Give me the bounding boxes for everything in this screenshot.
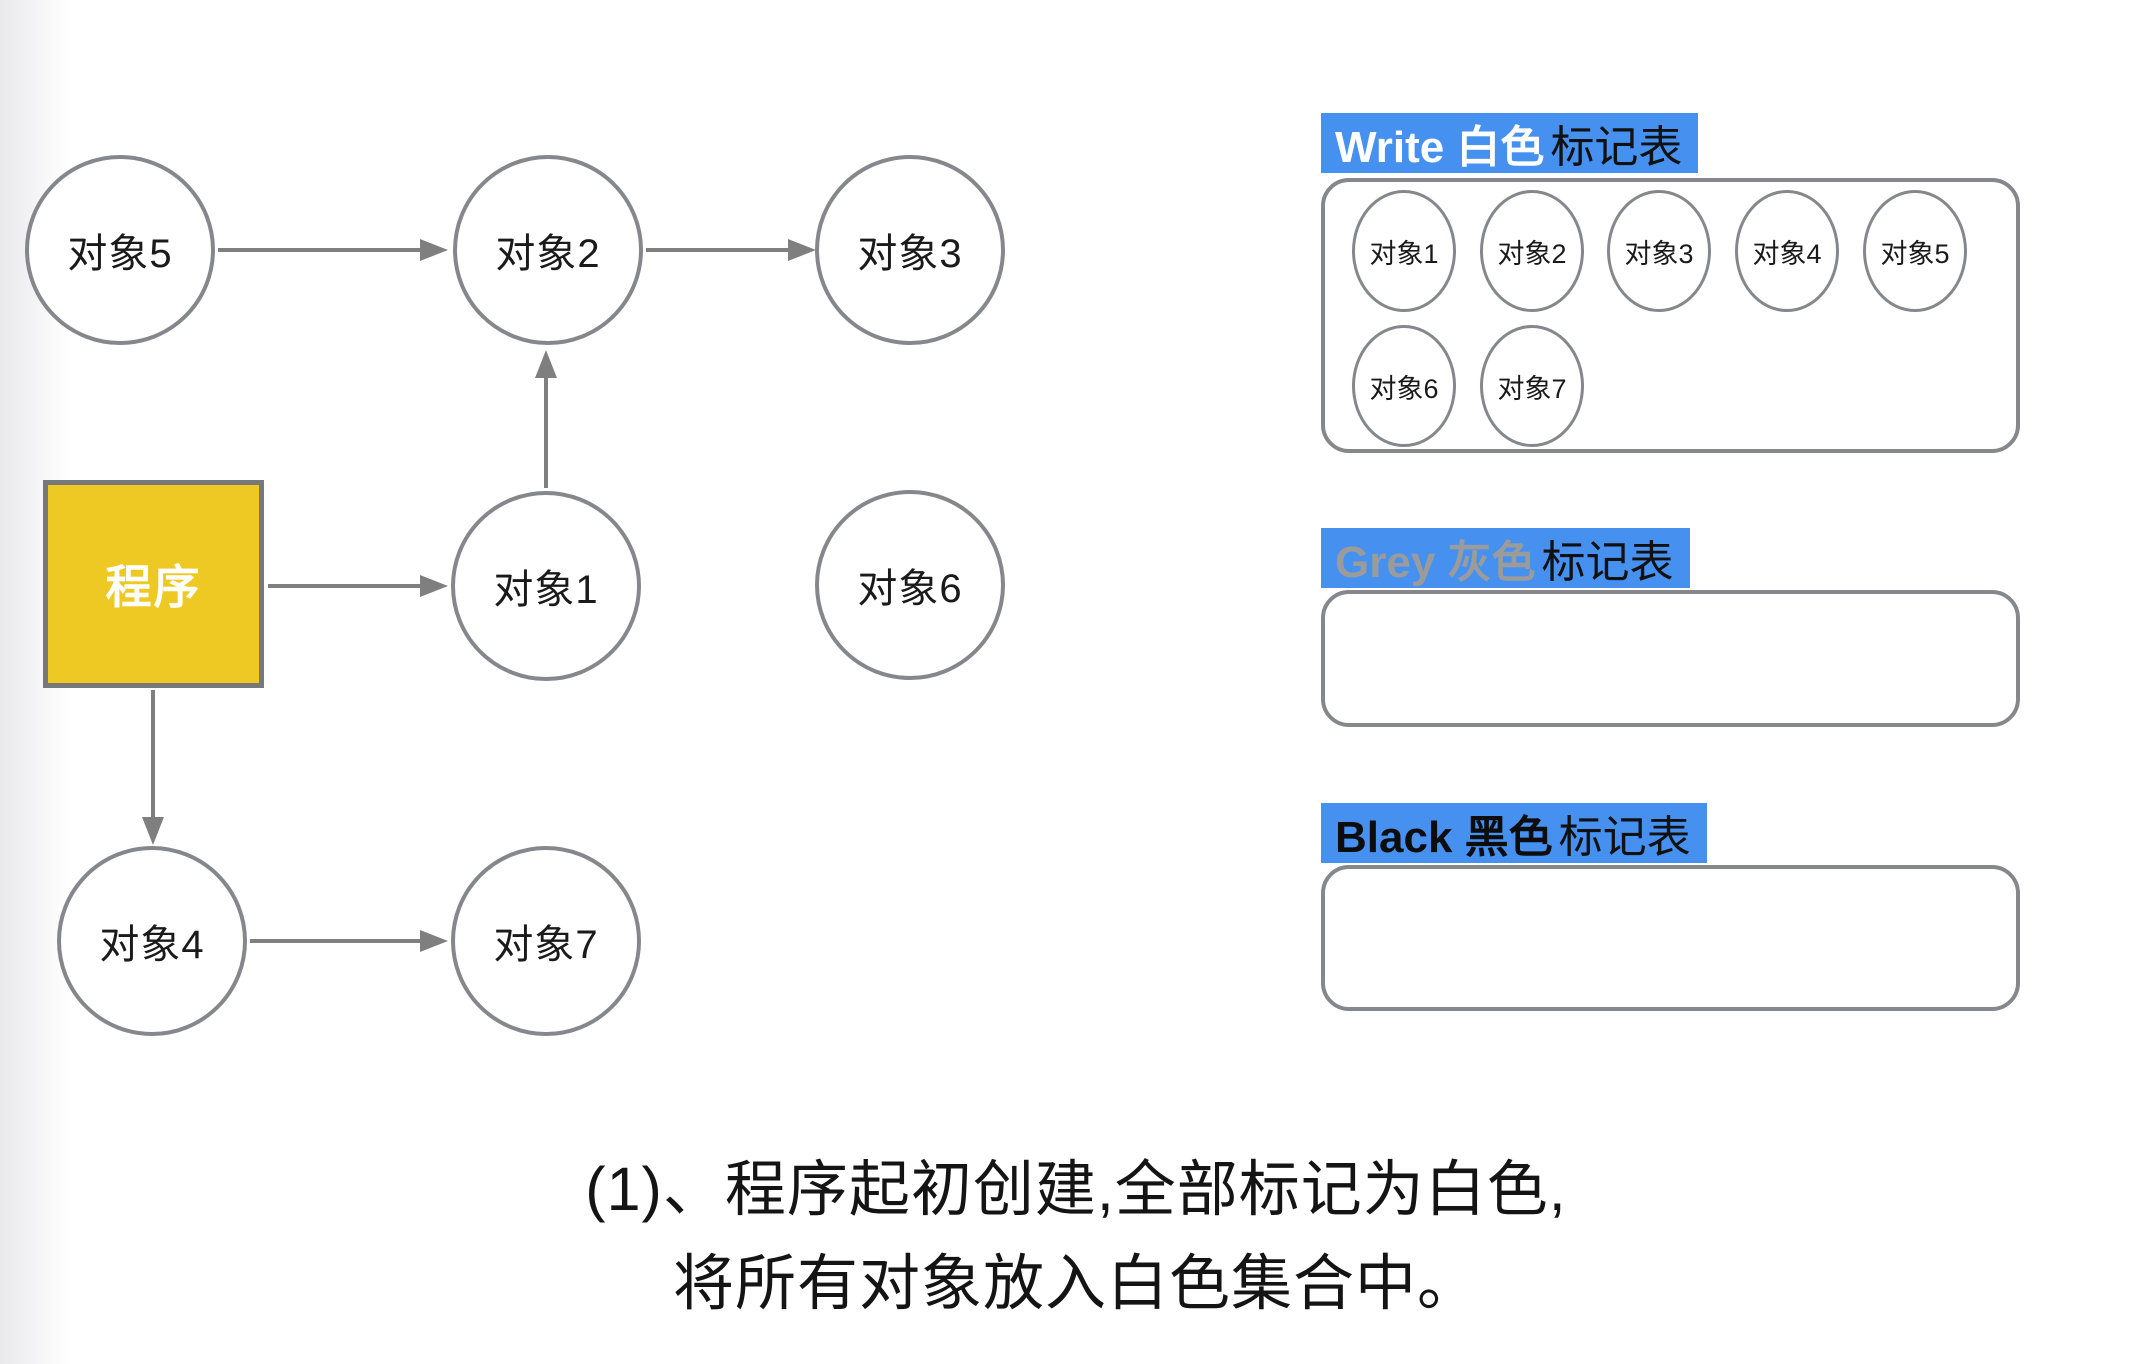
arrow-program-to-obj4 [142,690,164,845]
caption: (1)、程序起初创建,全部标记为白色, 将所有对象放入白色集合中。 [0,1142,2152,1330]
white-table-item-obj5: 对象5 [1863,190,1967,312]
node-obj3: 对象3 [815,155,1005,345]
node-obj5: 对象5 [25,155,215,345]
node-obj6: 对象6 [815,490,1005,680]
arrow-program-to-obj1 [268,575,448,597]
white-table-item-obj4: 对象4 [1735,190,1839,312]
white-table-title-en: Write 白色 [1335,123,1545,172]
node-obj1: 对象1 [451,491,641,681]
white-table-item-obj3: 对象3 [1607,190,1711,312]
node-obj4: 对象4 [57,846,247,1036]
white-table-item-obj7: 对象7 [1480,325,1584,447]
white-table-item-obj1: 对象1 [1352,190,1456,312]
grey-table-title-cn: 标记表 [1541,538,1674,587]
white-table-header: Write 白色标记表 [1321,113,1699,173]
grey-table-title-en: Grey 灰色 [1335,538,1536,587]
arrow-obj2-to-obj3 [646,239,816,261]
black-table-box [1321,865,2020,1011]
arrow-obj4-to-obj7 [250,930,448,952]
white-table-item-obj2: 对象2 [1480,190,1584,312]
black-table-title-en: Black 黑色 [1335,813,1553,862]
arrow-obj1-to-obj2 [535,350,557,488]
node-obj7: 对象7 [451,846,641,1036]
black-table-title-cn: 标记表 [1558,813,1691,862]
caption-line-1: (1)、程序起初创建,全部标记为白色, [585,1155,1567,1223]
grey-table-box [1321,590,2020,727]
white-table-item-obj6: 对象6 [1352,325,1456,447]
white-table-title-cn: 标记表 [1550,123,1683,172]
grey-table-header: Grey 灰色标记表 [1321,528,1690,588]
black-table-header: Black 黑色标记表 [1321,803,1707,863]
node-obj2: 对象2 [453,155,643,345]
program-box: 程序 [43,480,264,688]
caption-line-2: 将所有对象放入白色集合中。 [672,1249,1479,1317]
arrow-obj5-to-obj2 [218,239,448,261]
